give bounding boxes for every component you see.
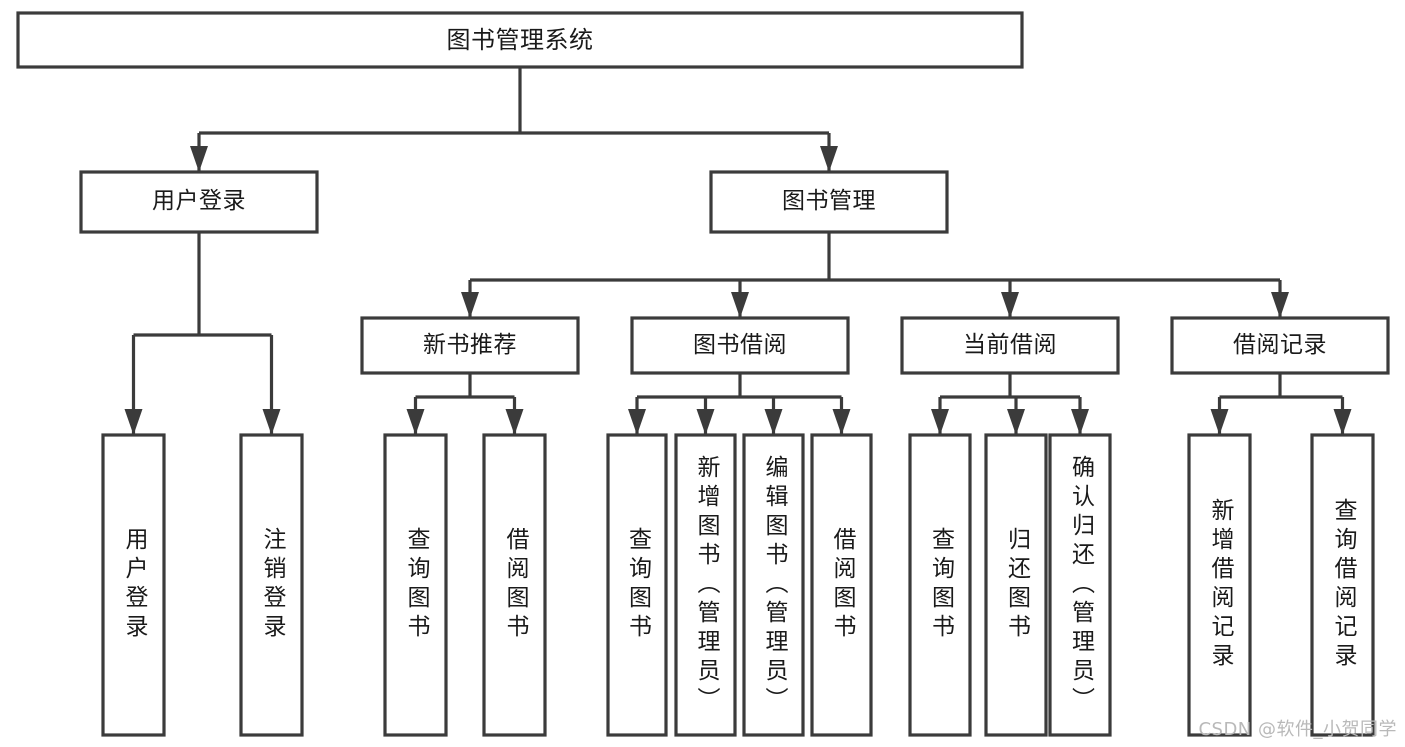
edges-layer [124,67,1352,435]
node-box-leaf-user-login[interactable] [101,433,166,737]
node-box-leaf-confirm-return[interactable] [1048,433,1112,737]
arrow-head-l3-current-borrow-0 [931,409,949,435]
node-box-leaf-return-book[interactable] [984,433,1048,737]
node-box-leaf-borrow-book-2[interactable] [810,433,873,737]
arrow-head-l3-book-borrow-2 [764,409,783,435]
node-box-l2-user-login[interactable] [79,170,319,234]
node-box-l3-book-borrow[interactable] [630,316,850,375]
node-box-leaf-edit-book[interactable] [742,433,805,737]
arrow-head-l2-user-login-0 [124,409,143,435]
arrow-head-l2-user-login-1 [262,409,281,435]
arrow-head-l3-book-borrow-1 [696,409,715,435]
node-box-l2-book-manage[interactable] [709,170,949,234]
watermark-text: CSDN @软件_小贺同学 [1198,719,1397,740]
arrow-head-l3-book-borrow-0 [628,409,646,435]
node-box-leaf-add-record[interactable] [1187,433,1252,737]
arrow-head-l3-borrow-record-1 [1333,409,1352,435]
arrow-head-l3-current-borrow-2 [1071,409,1089,435]
node-box-l3-borrow-record[interactable] [1170,316,1390,375]
node-box-leaf-logout[interactable] [239,433,304,737]
arrow-head-l2-book-manage-1 [731,292,749,318]
arrow-head-l3-borrow-record-0 [1210,409,1229,435]
node-box-leaf-query-book-1[interactable] [383,433,448,737]
arrow-head-l3-current-borrow-1 [1007,409,1025,435]
arrow-head-l3-book-borrow-3 [832,409,851,435]
node-box-l3-current-borrow[interactable] [900,316,1120,375]
boxes-layer [16,11,1390,737]
node-box-leaf-query-book-2[interactable] [606,433,668,737]
node-box-leaf-query-record[interactable] [1310,433,1375,737]
node-box-leaf-borrow-book-1[interactable] [482,433,547,737]
arrow-head-l3-new-book-rec-0 [406,409,425,435]
node-box-root[interactable] [16,11,1024,69]
arrow-head-l2-book-manage-3 [1271,292,1289,318]
arrow-head-l3-new-book-rec-1 [505,409,524,435]
node-box-leaf-query-book-3[interactable] [908,433,972,737]
arrow-head-l2-book-manage-2 [1001,292,1019,318]
arrow-head-l2-book-manage-0 [461,292,479,318]
arrow-head-root-0 [190,146,208,172]
node-box-leaf-add-book[interactable] [674,433,737,737]
node-box-l3-new-book-rec[interactable] [360,316,580,375]
arrow-head-root-1 [820,146,838,172]
